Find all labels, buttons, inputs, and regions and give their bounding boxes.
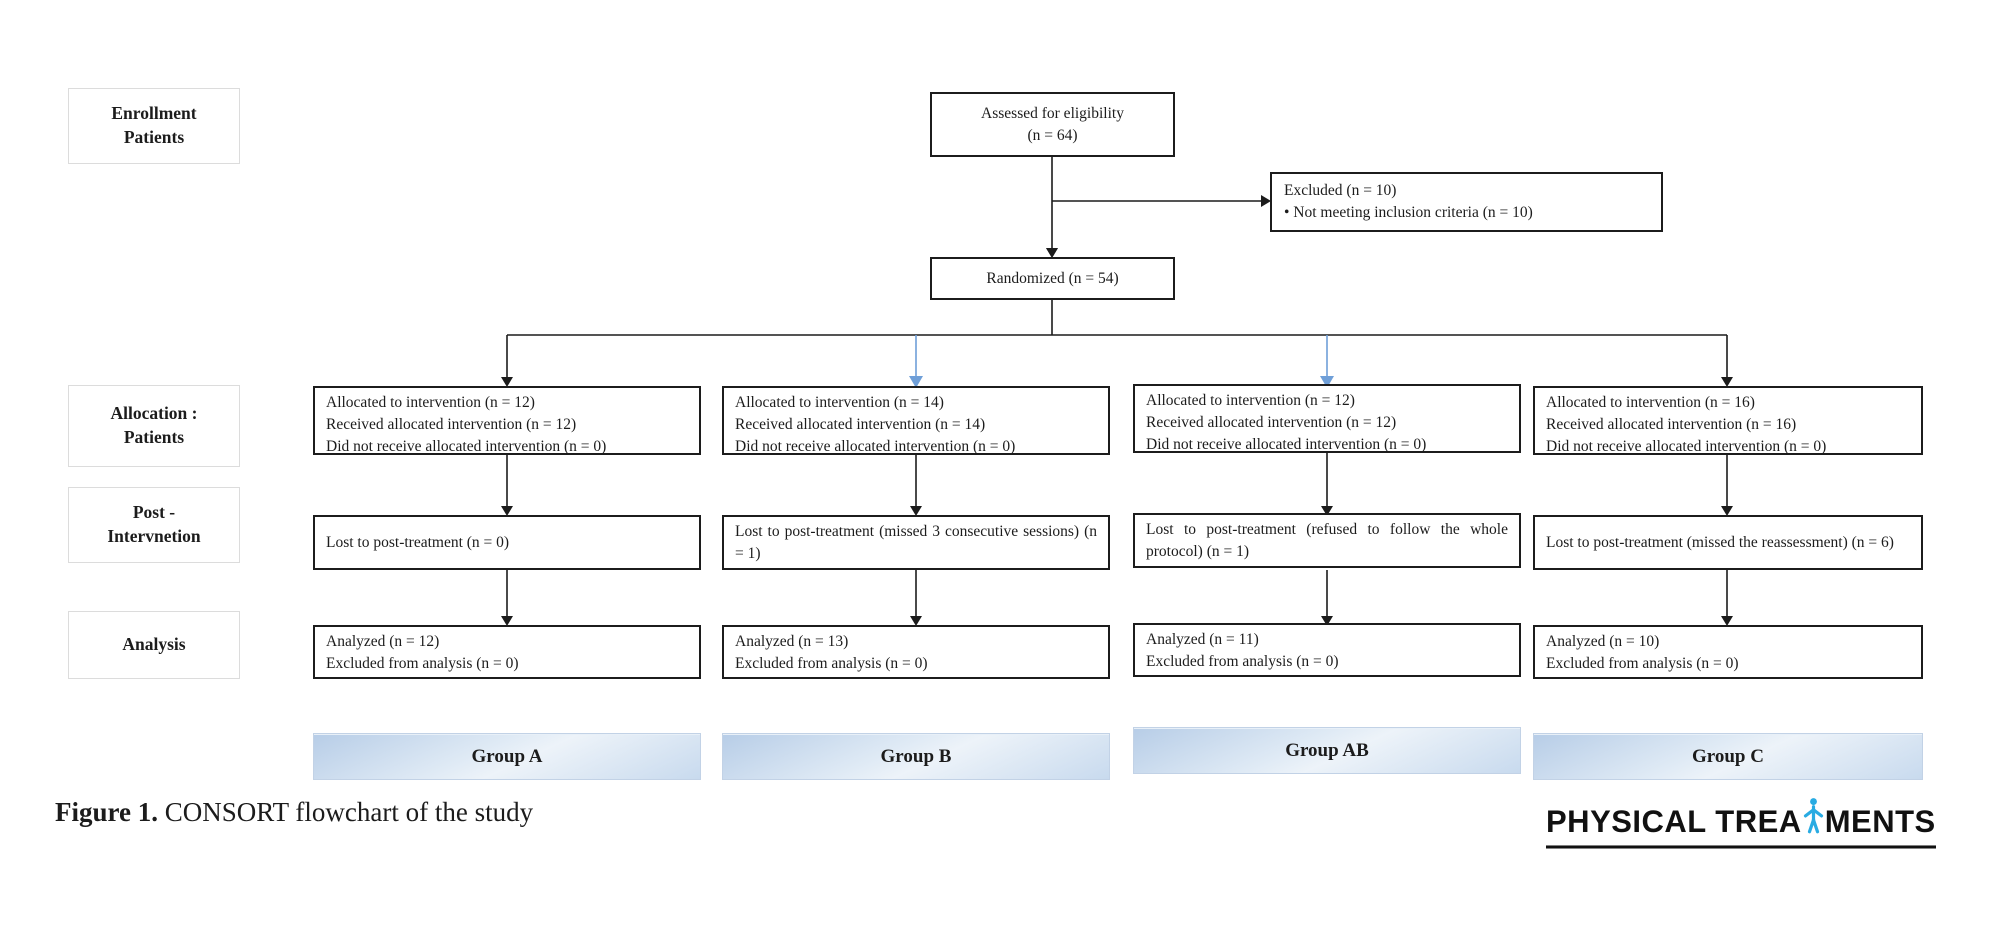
stage-label-allocation: Allocation : Patients (68, 385, 240, 467)
analysis-box-group-b: Analyzed (n = 13) Excluded from analysis… (722, 625, 1110, 679)
allocation-box-group-ab: Allocated to intervention (n = 12) Recei… (1133, 384, 1521, 453)
analysis-box-group-c: Analyzed (n = 10) Excluded from analysis… (1533, 625, 1923, 679)
group-a-label: Group A (313, 733, 701, 780)
stage-label-post-intervention: Post - Intervnetion (68, 487, 240, 563)
group-b-label: Group B (722, 733, 1110, 780)
post-treatment-box-group-a: Lost to post-treatment (n = 0) (313, 515, 701, 570)
group-c-label: Group C (1533, 733, 1923, 780)
figure-caption-text: CONSORT flowchart of the study (158, 797, 534, 827)
group-ab-label: Group AB (1133, 727, 1521, 774)
figure-caption: Figure 1. CONSORT flowchart of the study (55, 797, 533, 828)
post-treatment-box-group-b: Lost to post-treatment (missed 3 consecu… (722, 515, 1110, 570)
excluded-box: Excluded (n = 10) • Not meeting inclusio… (1270, 172, 1663, 232)
figure-caption-number: Figure 1. (55, 797, 158, 827)
journal-logo: PHYSICAL TREA MENTS (1546, 795, 1936, 849)
allocation-box-group-b: Allocated to intervention (n = 14) Recei… (722, 386, 1110, 455)
allocation-box-group-a: Allocated to intervention (n = 12) Recei… (313, 386, 701, 455)
randomized-box: Randomized (n = 54) (930, 257, 1175, 300)
stage-label-analysis: Analysis (68, 611, 240, 679)
analysis-box-group-ab: Analyzed (n = 11) Excluded from analysis… (1133, 623, 1521, 677)
allocation-box-group-c: Allocated to intervention (n = 16) Recei… (1533, 386, 1923, 455)
person-icon (1803, 798, 1824, 843)
assessed-eligibility-box: Assessed for eligibility (n = 64) (930, 92, 1175, 157)
stage-label-enrollment: Enrollment Patients (68, 88, 240, 164)
logo-text-left: PHYSICAL TREA (1546, 803, 1802, 840)
post-treatment-box-group-c: Lost to post-treatment (missed the reass… (1533, 515, 1923, 570)
analysis-box-group-a: Analyzed (n = 12) Excluded from analysis… (313, 625, 701, 679)
logo-text-right: MENTS (1824, 803, 1936, 840)
post-treatment-box-group-ab: Lost to post-treatment (refused to follo… (1133, 513, 1521, 568)
